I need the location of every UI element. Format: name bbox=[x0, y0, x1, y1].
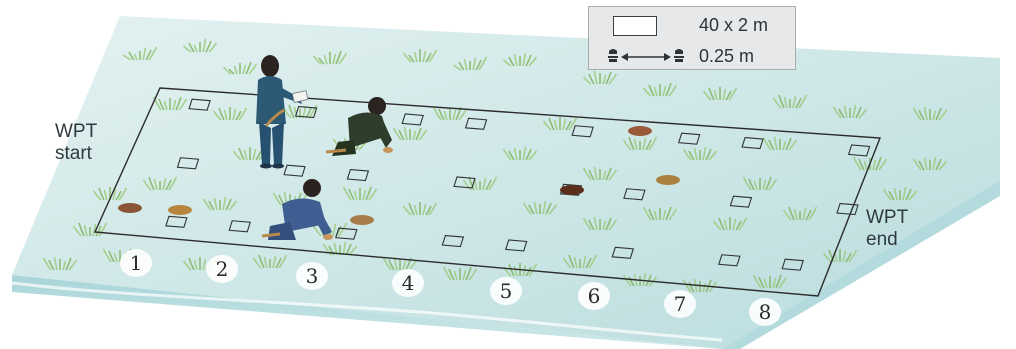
sea-cucumber-icon bbox=[560, 185, 584, 195]
column-number-label: 8 bbox=[759, 300, 772, 324]
column-number-label: 4 bbox=[402, 271, 415, 295]
legend-transect-text: 40 x 2 m bbox=[699, 15, 768, 36]
wpt-start-label: WPT start bbox=[55, 121, 97, 165]
legend-transect-swatch bbox=[613, 16, 657, 36]
wpt-end-label: WPT end bbox=[866, 207, 908, 251]
legend-spacing-text: 0.25 m bbox=[699, 46, 754, 67]
sea-cucumber-icon bbox=[350, 215, 374, 225]
wpt-end-line2: end bbox=[866, 229, 908, 251]
sea-cucumber-icon bbox=[656, 175, 680, 185]
wpt-start-line1: WPT bbox=[55, 121, 97, 143]
column-number-label: 5 bbox=[500, 279, 513, 303]
column-number-label: 3 bbox=[306, 264, 319, 288]
column-number-label: 2 bbox=[216, 257, 229, 281]
sea-cucumber-icon bbox=[168, 205, 192, 215]
column-number-label: 1 bbox=[130, 251, 143, 275]
legend-spacing-arrow-icon bbox=[603, 45, 689, 67]
legend: 40 x 2 m 0.25 m bbox=[588, 6, 796, 70]
column-number-label: 7 bbox=[674, 292, 687, 316]
wpt-end-line1: WPT bbox=[866, 207, 908, 229]
column-number-label: 6 bbox=[588, 284, 601, 308]
sea-cucumber-icon bbox=[628, 126, 652, 136]
sea-cucumber-icon bbox=[118, 203, 142, 213]
wpt-start-line2: start bbox=[55, 143, 97, 165]
